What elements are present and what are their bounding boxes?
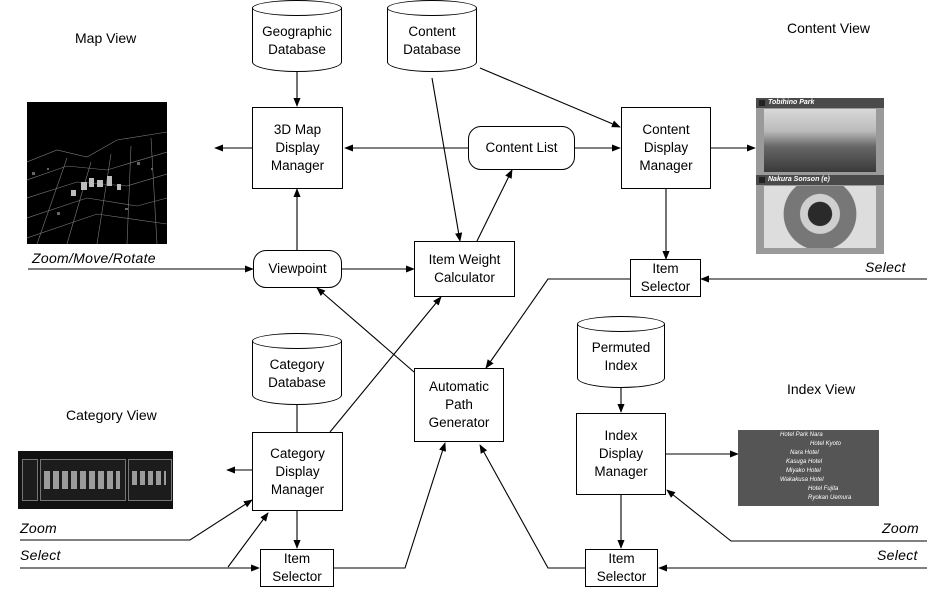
map-display-manager: 3D Map Display Manager bbox=[252, 107, 343, 189]
arrow-category-selector-to-path-generator bbox=[334, 442, 446, 569]
map-view-label: Map View bbox=[75, 30, 137, 46]
category-view-label: Category View bbox=[66, 407, 157, 423]
arrow-contentdb-to-content-manager bbox=[479, 67, 621, 128]
category-view-thumbnail bbox=[18, 451, 173, 509]
map-view-thumbnail bbox=[27, 102, 167, 244]
index-entry: Nara Hotel bbox=[790, 450, 819, 456]
content-view-thumbnail: Tobihino Park Nakura Sonson (e) bbox=[756, 98, 884, 254]
index-entry: Miyako Hotel bbox=[786, 468, 821, 474]
index-view-thumbnail: Hotel Park Nara Hotel Kyoto Nara Hotel K… bbox=[738, 430, 879, 506]
arrow-contentdb-to-weight-calculator bbox=[431, 77, 463, 242]
content-list: Content List bbox=[468, 126, 575, 170]
item-weight-calculator: Item Weight Calculator bbox=[414, 241, 515, 297]
index-view-label: Index View bbox=[787, 381, 856, 397]
content-item-title-1: Tobihino Park bbox=[756, 98, 884, 108]
arrow-index-selector-to-path-generator bbox=[479, 444, 585, 569]
map-view-render bbox=[27, 102, 167, 244]
index-select-input-label: Select bbox=[877, 547, 918, 563]
content-database: Content Database bbox=[387, 0, 477, 72]
zoom-move-rotate-input-label: Zoom/Move/Rotate bbox=[32, 250, 156, 266]
arrow-category-manager-to-weight-calculator bbox=[329, 296, 442, 433]
category-database: Category Database bbox=[252, 333, 342, 405]
content-photo-2 bbox=[764, 186, 876, 248]
permuted-index-database: Permuted Index bbox=[577, 316, 665, 388]
arrow-zoom-to-category-manager bbox=[20, 499, 253, 541]
content-photo-1 bbox=[764, 109, 876, 172]
category-cell-content bbox=[44, 471, 120, 489]
category-cell-content bbox=[132, 471, 166, 485]
arrow-path-generator-to-viewpoint bbox=[316, 287, 415, 373]
content-item-selector: Item Selector bbox=[630, 259, 701, 297]
content-item-title-2: Nakura Sonson (e) bbox=[756, 175, 884, 185]
arrow-content-selector-to-path-generator bbox=[485, 278, 630, 369]
permuted-index-label: Permuted Index bbox=[591, 340, 651, 373]
category-item-selector: Item Selector bbox=[260, 549, 334, 587]
index-display-manager: Index Display Manager bbox=[576, 413, 666, 495]
index-item-selector: Item Selector bbox=[585, 549, 658, 587]
category-select-input-label: Select bbox=[20, 547, 61, 563]
automatic-path-generator: Automatic Path Generator bbox=[414, 368, 504, 442]
category-display-manager: Category Display Manager bbox=[252, 432, 343, 511]
index-entry: Hotel Kyoto bbox=[810, 441, 842, 447]
category-zoom-input-label: Zoom bbox=[20, 520, 57, 536]
content-database-label: Content Database bbox=[403, 24, 461, 57]
index-entry: Kasuga Hotel bbox=[786, 459, 823, 465]
index-zoom-input-label: Zoom bbox=[882, 520, 919, 536]
category-database-label: Category Database bbox=[268, 357, 326, 390]
content-select-input-label: Select bbox=[865, 259, 906, 275]
geographic-database: Geographic Database bbox=[252, 0, 342, 72]
content-display-manager: Content Display Manager bbox=[621, 107, 711, 189]
geographic-database-label: Geographic Database bbox=[262, 24, 332, 57]
viewpoint: Viewpoint bbox=[253, 250, 342, 288]
arrow-zoom-to-index-manager bbox=[666, 489, 927, 542]
arrow-select-to-category-manager bbox=[227, 512, 269, 568]
category-cell bbox=[22, 459, 38, 501]
arrow-weight-calculator-to-content-list bbox=[476, 169, 513, 242]
index-entry: Hotel Fujita bbox=[808, 486, 839, 492]
index-entry: Hotel Park Nara bbox=[780, 432, 823, 438]
index-entry: Wakakusa Hotel bbox=[780, 477, 824, 483]
index-entry: Ryokan Uemura bbox=[808, 495, 852, 501]
content-view-label: Content View bbox=[787, 20, 871, 36]
